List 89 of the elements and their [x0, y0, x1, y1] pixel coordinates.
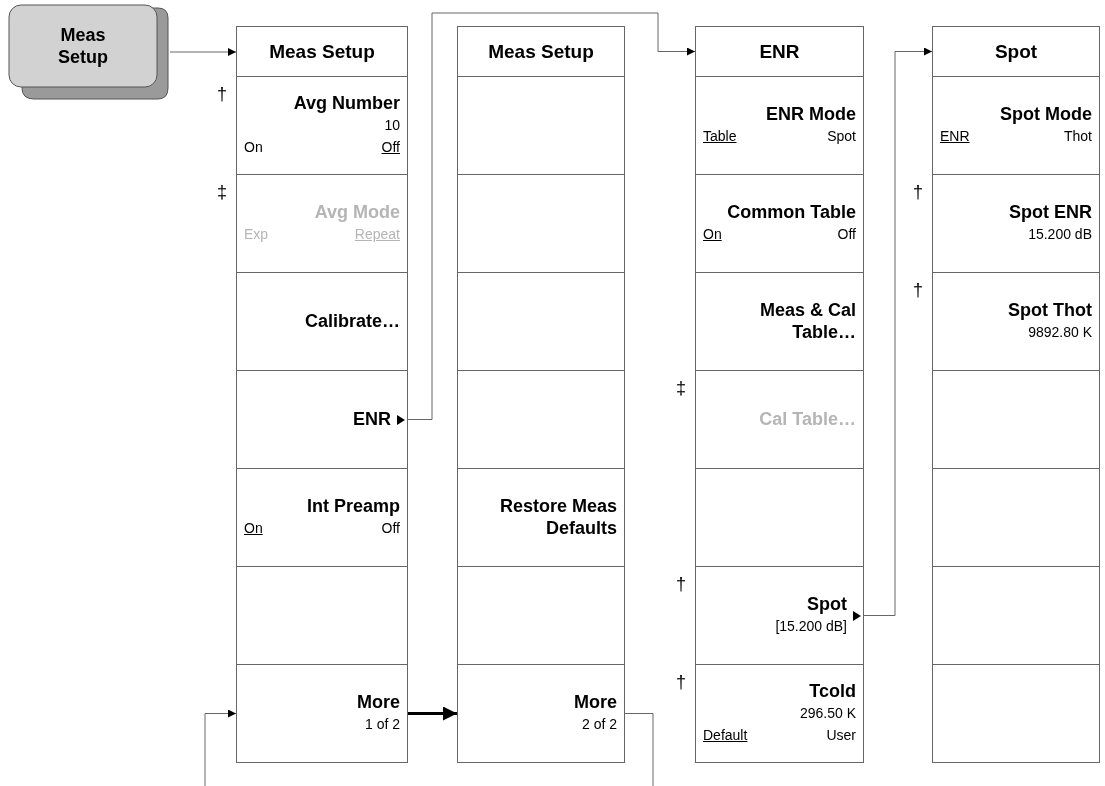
- softkey-option: Off: [837, 223, 856, 246]
- softkey-label: Spot ENR: [1009, 202, 1092, 224]
- softkey-value: 2 of 2: [581, 714, 617, 734]
- softkey-label: Calibrate…: [304, 310, 400, 333]
- softkey: [457, 272, 625, 371]
- softkey: [695, 76, 864, 175]
- softkey: [695, 664, 864, 763]
- footnote-mark: †: [913, 182, 923, 203]
- softkey: [932, 174, 1100, 273]
- softkey: [236, 468, 408, 567]
- arrow: [863, 47, 933, 616]
- hardkey-label: Meas Setup: [57, 23, 109, 69]
- softkey-option: On: [244, 517, 263, 540]
- softkey-option: Off: [381, 517, 400, 540]
- softkey-option: On: [244, 135, 263, 158]
- softkey-value: 1 of 2: [364, 714, 400, 734]
- footnote-mark: ‡: [217, 182, 227, 203]
- arrow: [204, 709, 237, 786]
- softkey: [695, 370, 864, 469]
- softkey: [932, 76, 1100, 175]
- softkey-option: ENR: [940, 125, 970, 148]
- footnote-mark: †: [676, 672, 686, 693]
- softkey: [236, 664, 408, 763]
- connector-line: [624, 713, 654, 786]
- softkey-option: Table: [703, 125, 737, 148]
- softkey-label: Meas & Cal Table…: [758, 299, 856, 344]
- softkey-value: [15.200 dB]: [775, 616, 847, 636]
- softkey-label: ENR: [353, 408, 391, 431]
- softkey-value: 296.50 K: [799, 703, 856, 723]
- menu-title: Meas Setup: [488, 40, 594, 63]
- softkey-label: Int Preamp: [306, 495, 400, 518]
- softkey: [457, 370, 625, 469]
- softkey: [457, 664, 625, 763]
- footnote-mark: ‡: [676, 378, 686, 399]
- softkey: [457, 76, 625, 175]
- softkey-option: Default: [703, 723, 748, 746]
- menu-title: Spot: [994, 40, 1038, 63]
- softkey-label: Avg Number: [293, 93, 400, 115]
- softkey-value: 10: [384, 115, 400, 135]
- softkey: [932, 664, 1100, 763]
- softkey-option: Off: [381, 135, 400, 158]
- softkey-label: Spot Thot: [1008, 300, 1092, 322]
- softkey: [695, 566, 864, 665]
- softkey: [457, 174, 625, 273]
- menu-title: Meas Setup: [269, 40, 375, 63]
- softkey-label: More: [574, 692, 617, 714]
- footnote-mark: †: [913, 280, 923, 301]
- softkey-option: On: [703, 223, 722, 246]
- softkey: [932, 272, 1100, 371]
- softkey: [236, 272, 408, 371]
- softkey: [932, 468, 1100, 567]
- softkey: [932, 370, 1100, 469]
- softkey: [932, 566, 1100, 665]
- softkey-option: Spot: [827, 125, 856, 148]
- softkey-label: Tcold: [809, 681, 856, 703]
- softkey: [236, 76, 408, 175]
- footnote-mark: †: [676, 574, 686, 595]
- softkey-option: Repeat: [354, 223, 400, 246]
- softkey: [695, 174, 864, 273]
- arrow: [169, 48, 237, 56]
- softkey-option: Exp: [244, 223, 269, 246]
- footnote-mark: †: [217, 84, 227, 105]
- menu-title: ENR: [759, 40, 800, 63]
- arrow: [408, 706, 457, 721]
- softkey-label: More: [357, 692, 400, 714]
- arrow: [407, 12, 696, 420]
- softkey: [236, 174, 408, 273]
- menu-title-box: [457, 26, 625, 77]
- menu-title-box: [695, 26, 864, 77]
- softkey-value: 15.200 dB: [1028, 224, 1092, 244]
- menu-title-box: [932, 26, 1100, 77]
- softkey-option: User: [826, 723, 856, 746]
- hardkey: [8, 4, 170, 100]
- softkey-label: Avg Mode: [314, 201, 400, 224]
- softkey: [236, 370, 408, 469]
- softkey-option: Thot: [1064, 125, 1092, 148]
- softkey: [695, 468, 864, 567]
- menu-title-box: [236, 26, 408, 77]
- softkey-label: Restore Meas Defaults: [498, 495, 617, 540]
- softkey-label: Cal Table…: [759, 408, 856, 431]
- softkey-label: ENR Mode: [766, 103, 856, 126]
- softkey-label: Spot: [807, 594, 847, 616]
- softkey-label: Spot Mode: [1000, 103, 1092, 126]
- softkey: [457, 468, 625, 567]
- softkey-label: Common Table: [727, 201, 856, 224]
- softkey: [457, 566, 625, 665]
- softkey: [236, 566, 408, 665]
- softkey: [695, 272, 864, 371]
- softkey-value: 9892.80 K: [1028, 322, 1092, 342]
